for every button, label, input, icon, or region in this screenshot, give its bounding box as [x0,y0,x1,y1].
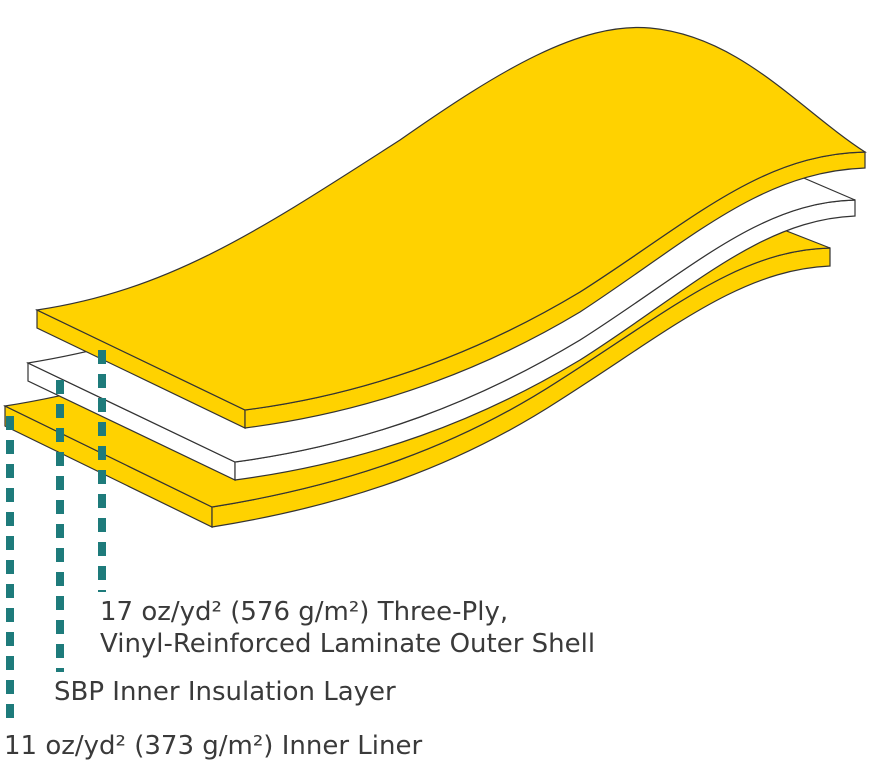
insulation-label-line-1: SBP Inner Insulation Layer [54,677,396,707]
outer-shell-label: 17 oz/yd² (576 g/m²) Three-Ply, Vinyl-Re… [100,596,595,660]
outer-shell-label-line-1: 17 oz/yd² (576 g/m²) Three-Ply, [100,597,509,627]
outer-shell-layer [34,26,867,429]
outer-shell-label-line-2: Vinyl-Reinforced Laminate Outer Shell [100,629,596,659]
outer-shell-top [34,26,867,411]
inner-liner-label: 11 oz/yd² (373 g/m²) Inner Liner [4,730,422,762]
insulation-label: SBP Inner Insulation Layer [54,676,396,708]
inner-liner-label-line-1: 11 oz/yd² (373 g/m²) Inner Liner [4,731,423,761]
